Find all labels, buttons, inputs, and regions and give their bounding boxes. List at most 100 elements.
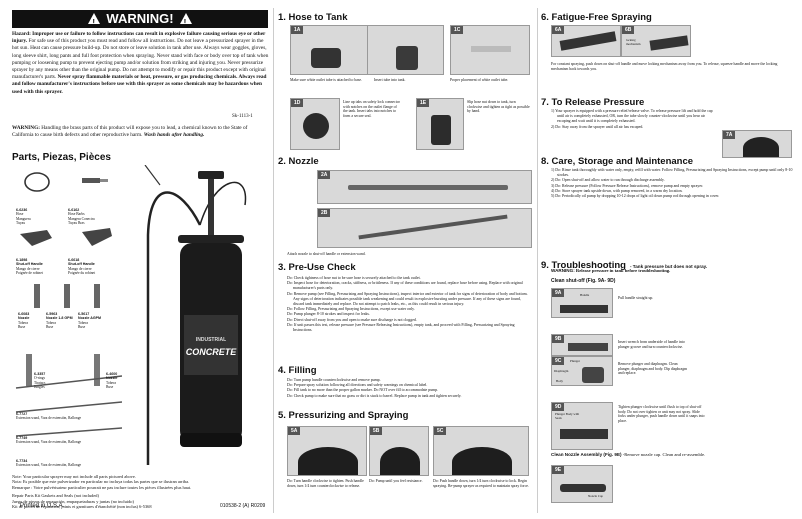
figure-1d: 1D	[290, 98, 340, 150]
nozzle-icon	[34, 284, 40, 308]
list-item: Do: Turn pump handle counterclockwise an…	[287, 378, 381, 382]
release-pressure-list: 1) Your sprayer is equipped with a press…	[551, 109, 719, 130]
section-title: 9. Troubleshooting	[541, 260, 626, 271]
section-title: 2. Nozzle	[278, 156, 319, 167]
warning-prop65: WARNING: Handling the brass parts of thi…	[12, 125, 248, 138]
locking-mechanism-tag: locking mechanism	[626, 38, 641, 46]
caption: Pull handle straight up.	[618, 296, 654, 300]
caption: Insert tube into tank.	[374, 78, 406, 82]
section-title: 4. Filling	[278, 365, 317, 376]
warning-title: WARNING!	[106, 11, 174, 26]
part-number: 010538-2 (A) R0209	[220, 503, 266, 509]
list-item: Do: Inspect hose for deterioration, crac…	[287, 281, 523, 291]
parts-title: Parts, Piezas, Pièces	[12, 152, 111, 163]
section-title: 8. Care, Storage and Maintenance	[541, 156, 694, 167]
nozzle-icon	[94, 284, 100, 308]
section-title: 1. Hose to Tank	[278, 12, 348, 23]
caption: Line up tabs on safety lock connector wi…	[343, 100, 400, 118]
list-item: Do: Check pump to make sure that no gras…	[287, 393, 462, 398]
figure-2b: 2B	[317, 208, 532, 248]
tank-brand-sub: INDUSTRIAL	[196, 337, 226, 343]
list-item: Do: Pump plunger 8-10 strokes and inspec…	[287, 312, 370, 317]
hose-barb-icon	[82, 178, 100, 183]
warning-code: Sk-1113-1	[232, 114, 253, 119]
caption: Do: Pump until you feel resistance.	[369, 479, 423, 483]
clean-shutoff-title: Clean shut-off (Fig. 9A- 9D)	[551, 278, 616, 284]
figure-1a: 1A	[290, 25, 368, 75]
list-item: Do: Check tightness of hose nut to be su…	[287, 276, 421, 280]
figure-9b: 9B	[551, 334, 613, 356]
o-ring-icon	[26, 354, 32, 386]
sprayer-illustration: INDUSTRIAL CONCRETE	[144, 165, 247, 465]
warning-paragraph: Hazard: Improper use or failure to follo…	[12, 31, 270, 96]
tank-collar	[178, 235, 244, 243]
section-title: 6. Fatigue-Free Spraying	[541, 12, 652, 23]
list-item: 4) Do: Store sprayer tank upside down, w…	[551, 188, 683, 193]
list-item: 3) Do: Release pressure (Follow Pressure…	[551, 183, 704, 188]
hose-coil-icon	[24, 172, 50, 192]
warning-triangle-icon	[88, 13, 101, 32]
caption: Tighten plunger clockwise until flush to…	[618, 405, 705, 423]
caption: Do: Push handle down, turn 1/4 turn cloc…	[433, 479, 529, 488]
extension-wand-icon	[15, 401, 122, 413]
caption: Attach nozzle to shut-off handle or exte…	[287, 252, 366, 256]
list-item: 2) Do: Stay away from the sprayer until …	[551, 124, 644, 129]
section-title: 3. Pre-Use Check	[278, 262, 356, 273]
figure-6a: 6A	[551, 25, 621, 57]
caption: For constant spraying, push down on shut…	[551, 62, 778, 71]
shutoff-handle-icon	[82, 228, 112, 246]
figure-1c: 1C	[450, 25, 530, 75]
hose-line	[146, 191, 202, 465]
section-title: 7. To Release Pressure	[541, 97, 645, 108]
figure-7a: 7A	[722, 130, 792, 158]
caption: Remove plunger and diaphragm. Clean plun…	[618, 362, 688, 376]
tank-brand: CONCRETE	[186, 347, 237, 357]
list-item: Do: Fill tank to no more than the proper…	[287, 388, 439, 393]
list-item: 2) Do: Open shut-off and allow water to …	[551, 178, 665, 183]
nozzle-icon	[94, 354, 100, 386]
clean-nozzle-title: Clean Nozzle Assembly (Fig. 9E) -Remove …	[551, 452, 706, 457]
figure-5b: 5B	[369, 426, 429, 476]
list-item: Do: Remove pump (see Filling, Pressurizi…	[287, 291, 528, 307]
troubleshooting-warning: WARNING: Release pressure in tank before…	[551, 268, 671, 273]
nozzle-icon	[64, 284, 70, 308]
list-item: Do: Follow Filling, Pressurizing and Spr…	[287, 307, 415, 312]
figure-5a: 5A	[287, 426, 367, 476]
filling-list: Do: Turn pump handle counterclockwise an…	[287, 378, 531, 399]
shutoff-handle-icon	[20, 230, 52, 246]
caption: Slip hose nut down to tank, turn clockwi…	[467, 100, 530, 114]
figure-2a: 2A	[317, 170, 532, 204]
pre-use-check-list: Do: Check tightness of hose nut to be su…	[287, 276, 531, 333]
list-item: 5) Do: Periodically oil pump by dropping…	[551, 194, 720, 199]
parts-notes: Note: Your particular sprayer may not in…	[12, 474, 192, 510]
caption: Insert wrench from underside of handle i…	[618, 340, 685, 349]
list-item: Do: If unit passes this test, release pr…	[287, 322, 515, 333]
printed-in: Printed in U.S.A.	[20, 503, 65, 509]
extension-wand-icon	[15, 375, 122, 389]
pump-handle	[198, 171, 224, 179]
caption: Make sure white outlet tube is attached …	[290, 78, 363, 82]
warning-body: For safe use of this product you must re…	[12, 38, 269, 81]
parts-illustrations	[15, 172, 122, 437]
troubleshooting-heading: 9. Troubleshooting - Tank pressure but d…	[541, 260, 708, 271]
extension-wand-icon	[15, 427, 122, 437]
care-list: 1) Do: Rinse tank thoroughly with water …	[551, 168, 796, 199]
figure-1e: 1E	[416, 98, 464, 150]
list-item: 1) Do: Rinse tank thoroughly with water …	[551, 168, 793, 178]
